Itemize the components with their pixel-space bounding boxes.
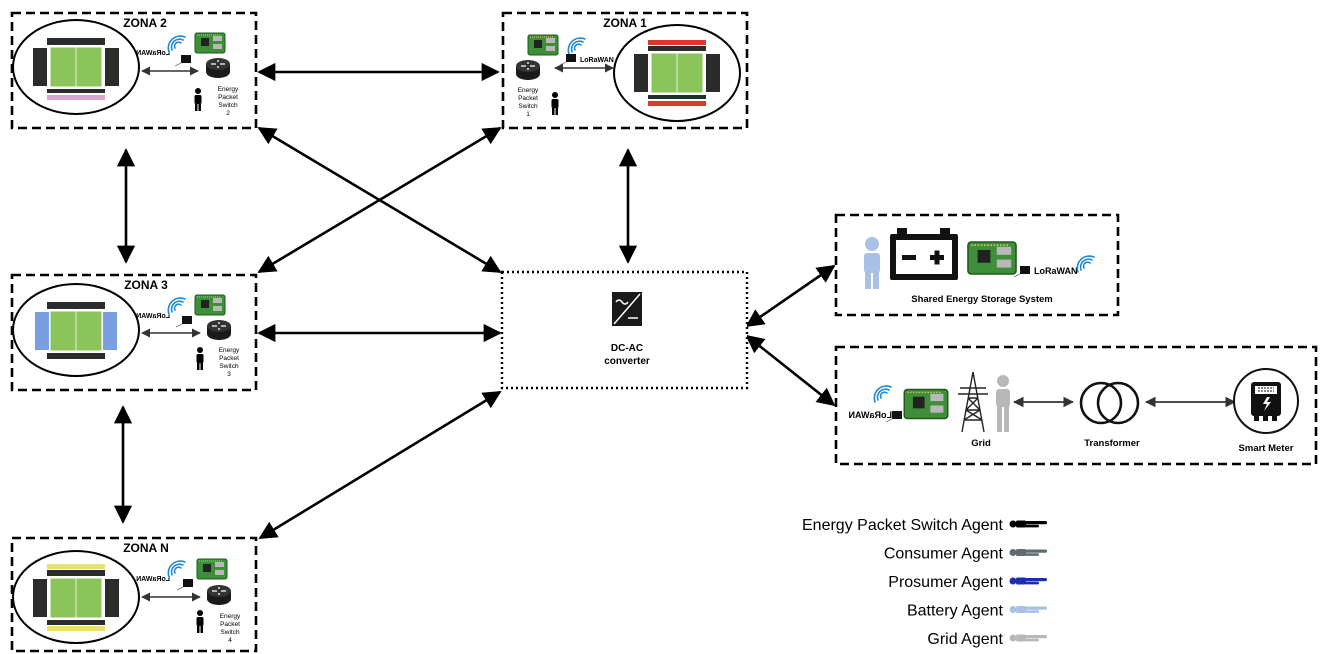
transformer-icon xyxy=(1079,381,1140,425)
arrow-converter-storage xyxy=(745,264,836,328)
router-icon xyxy=(515,59,541,81)
zona-3-box: ZONA 3 LoRaWAN Energy Packet Switch 3 xyxy=(10,273,258,392)
arrow-zonaN-converter xyxy=(258,390,502,540)
svg-text:Packet: Packet xyxy=(518,95,538,102)
smart-meter-label: Smart Meter xyxy=(1239,443,1294,454)
stadium-icon xyxy=(12,19,140,115)
pointing-hand-icon xyxy=(1009,634,1047,642)
converter-label-line2: converter xyxy=(604,356,650,367)
arrow-converter-grid xyxy=(745,334,836,407)
svg-text:Energy: Energy xyxy=(220,613,241,620)
zona-3-title: ZONA 3 xyxy=(124,278,168,292)
connection-arrows xyxy=(113,62,836,540)
svg-text:Packet: Packet xyxy=(219,355,239,362)
raspberry-pi-icon xyxy=(194,32,226,54)
lorawan-text: LoRaWAN xyxy=(136,50,170,57)
svg-text:Energy: Energy xyxy=(219,347,240,354)
svg-text:Energy: Energy xyxy=(218,86,239,93)
svg-text:Switch: Switch xyxy=(220,629,240,636)
lorawan-text: LoRaWAN xyxy=(136,576,170,583)
router-icon xyxy=(206,584,232,606)
svg-text:2: 2 xyxy=(226,110,230,117)
storage-label: Shared Energy Storage System xyxy=(911,294,1053,305)
svg-text:Switch: Switch xyxy=(218,102,238,109)
stadium-icon xyxy=(12,283,140,377)
person-icon xyxy=(864,237,880,289)
grid-label: Grid xyxy=(971,438,991,449)
pointing-hand-icon xyxy=(1009,606,1047,613)
pointing-hand-icon xyxy=(1009,520,1047,528)
svg-text:4: 4 xyxy=(228,637,232,644)
legend-label: Prosumer Agent xyxy=(888,574,1003,591)
pointing-hand-icon xyxy=(1009,577,1047,585)
energy-packet-switch-label: Energy Packet Switch 2 xyxy=(218,86,239,117)
zona-1-title: ZONA 1 xyxy=(603,16,647,30)
converter-label-line1: DC-AC xyxy=(611,343,643,354)
energy-packet-switch-label: Energy Packet Switch 1 xyxy=(518,87,539,118)
battery-icon xyxy=(890,228,958,280)
raspberry-pi-icon xyxy=(196,558,228,580)
smart-meter-icon xyxy=(1233,368,1299,434)
lorawan-text: LoRaWAN xyxy=(136,313,170,320)
svg-text:Packet: Packet xyxy=(220,621,240,628)
lorawan-icon: LoRaWAN xyxy=(136,35,186,57)
lorawan-text: LoRaWAN xyxy=(1034,266,1078,276)
shared-energy-storage-box: LoRaWAN Shared Energy Storage System xyxy=(834,213,1120,317)
dc-ac-converter-box: DC-AC converter xyxy=(500,270,749,390)
legend-label: Consumer Agent xyxy=(884,546,1004,563)
router-icon xyxy=(205,57,231,79)
raspberry-pi-icon xyxy=(194,294,226,316)
zona-1-box: ZONA 1 LoRaWAN Energy Packet Switch 1 xyxy=(501,11,749,130)
svg-text:Packet: Packet xyxy=(218,94,238,101)
energy-packet-switch-label: Energy Packet Switch 4 xyxy=(220,613,241,644)
svg-text:3: 3 xyxy=(227,371,231,378)
pointing-hand-icon xyxy=(1009,549,1047,556)
svg-text:Switch: Switch xyxy=(518,103,538,110)
lorawan-icon: LoRaWAN xyxy=(136,297,186,320)
router-icon xyxy=(206,319,232,341)
raspberry-pi-icon xyxy=(903,388,949,420)
zona-n-title: ZONA N xyxy=(123,541,169,555)
legend-label: Grid Agent xyxy=(927,631,1003,648)
transformer-label: Transformer xyxy=(1084,438,1140,449)
raspberry-pi-icon xyxy=(967,241,1017,275)
converter-icon xyxy=(612,292,642,326)
raspberry-pi-icon xyxy=(527,34,559,56)
energy-packet-switch-label: Energy Packet Switch 3 xyxy=(219,347,240,378)
legend-label: Energy Packet Switch Agent xyxy=(802,517,1004,534)
legend-label: Battery Agent xyxy=(907,603,1004,620)
stadium-icon xyxy=(613,24,741,122)
zona-2-title: ZONA 2 xyxy=(123,16,167,30)
zona-2-box: ZONA 2 LoRaWAN Energy Packet Switch 2 xyxy=(10,11,258,130)
zona-n-box: ZONA N LoRaWAN Energy Packet Switch 4 xyxy=(10,536,258,653)
lorawan-text: LoRaWAN xyxy=(580,57,614,64)
stadium-icon xyxy=(12,550,140,644)
arrow-zona1-zona3 xyxy=(257,126,502,274)
transmission-tower-icon xyxy=(958,371,988,433)
grid-box: LoRaWAN Grid xyxy=(834,345,1318,466)
svg-text:Switch: Switch xyxy=(219,363,239,370)
svg-text:1: 1 xyxy=(526,111,530,118)
svg-text:Energy: Energy xyxy=(518,87,539,94)
person-icon xyxy=(996,375,1010,432)
lorawan-icon: LoRaWAN xyxy=(136,560,186,583)
lorawan-text: LoRaWAN xyxy=(849,410,893,420)
